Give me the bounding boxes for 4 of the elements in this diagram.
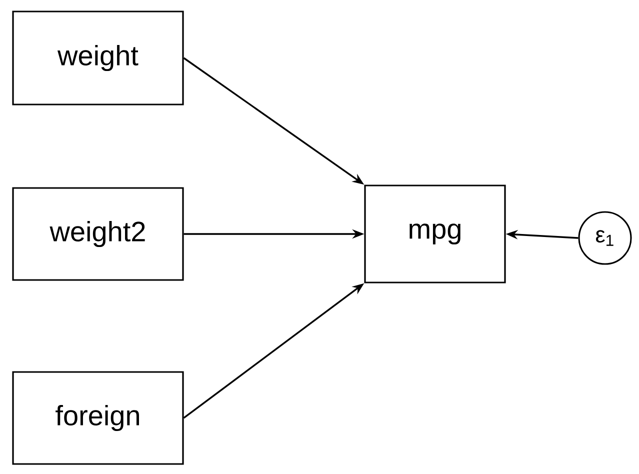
variable-box: foreign [12,371,184,465]
variable-box: weight2 [12,187,184,281]
variable-box: weight [12,10,184,106]
variable-box: mpg [364,184,506,284]
